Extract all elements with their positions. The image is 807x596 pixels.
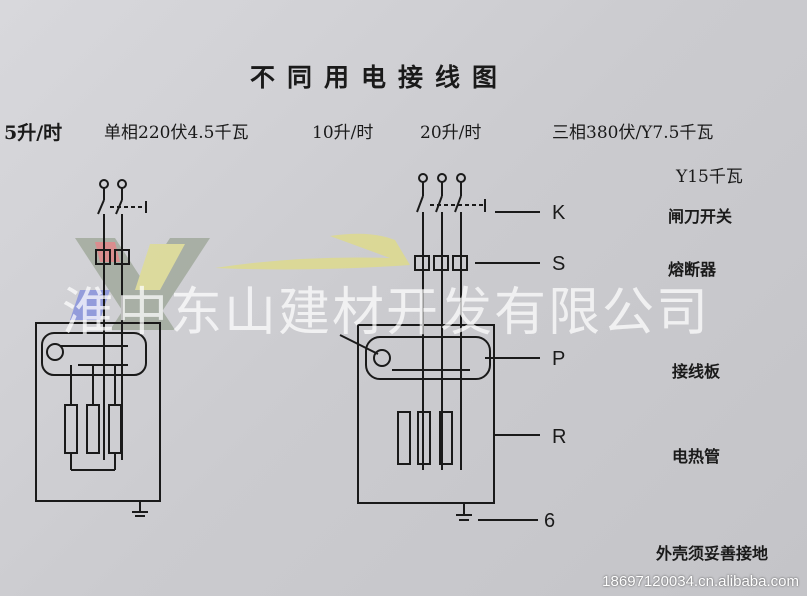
label-s: S (552, 253, 566, 275)
label-k: K (552, 202, 566, 224)
capacity-5: 5升/时 (4, 122, 63, 144)
label-6: 6 (544, 510, 556, 532)
single-phase-spec: 单相220伏4.5千瓦 (104, 123, 249, 143)
label-r: R (552, 426, 567, 448)
label-heating-tube: 电热管 (672, 447, 721, 466)
three-phase-spec: 三相380伏/Y7.5千瓦 (552, 123, 714, 143)
three-phase-circuit (339, 173, 540, 521)
label-terminal-board: 接线板 (672, 362, 721, 381)
label-p: P (552, 348, 566, 370)
capacity-20: 20升/时 (420, 123, 482, 143)
company-watermark: 淮中东山建材开发有限公司 (62, 283, 711, 343)
label-grounding: 外壳须妥善接地 (656, 544, 769, 563)
three-phase-spec-2: Y15千瓦 (676, 167, 743, 187)
footer-url: 18697120034.cn.alibaba.com (602, 573, 799, 590)
label-knife-switch: 闸刀开关 (668, 207, 733, 226)
diagram-title: 不同用电接线图 (250, 63, 510, 92)
label-fuse: 熔断器 (668, 260, 717, 279)
logo-mark (70, 233, 410, 330)
capacity-10: 10升/时 (312, 123, 374, 143)
single-phase-circuit (35, 179, 161, 517)
